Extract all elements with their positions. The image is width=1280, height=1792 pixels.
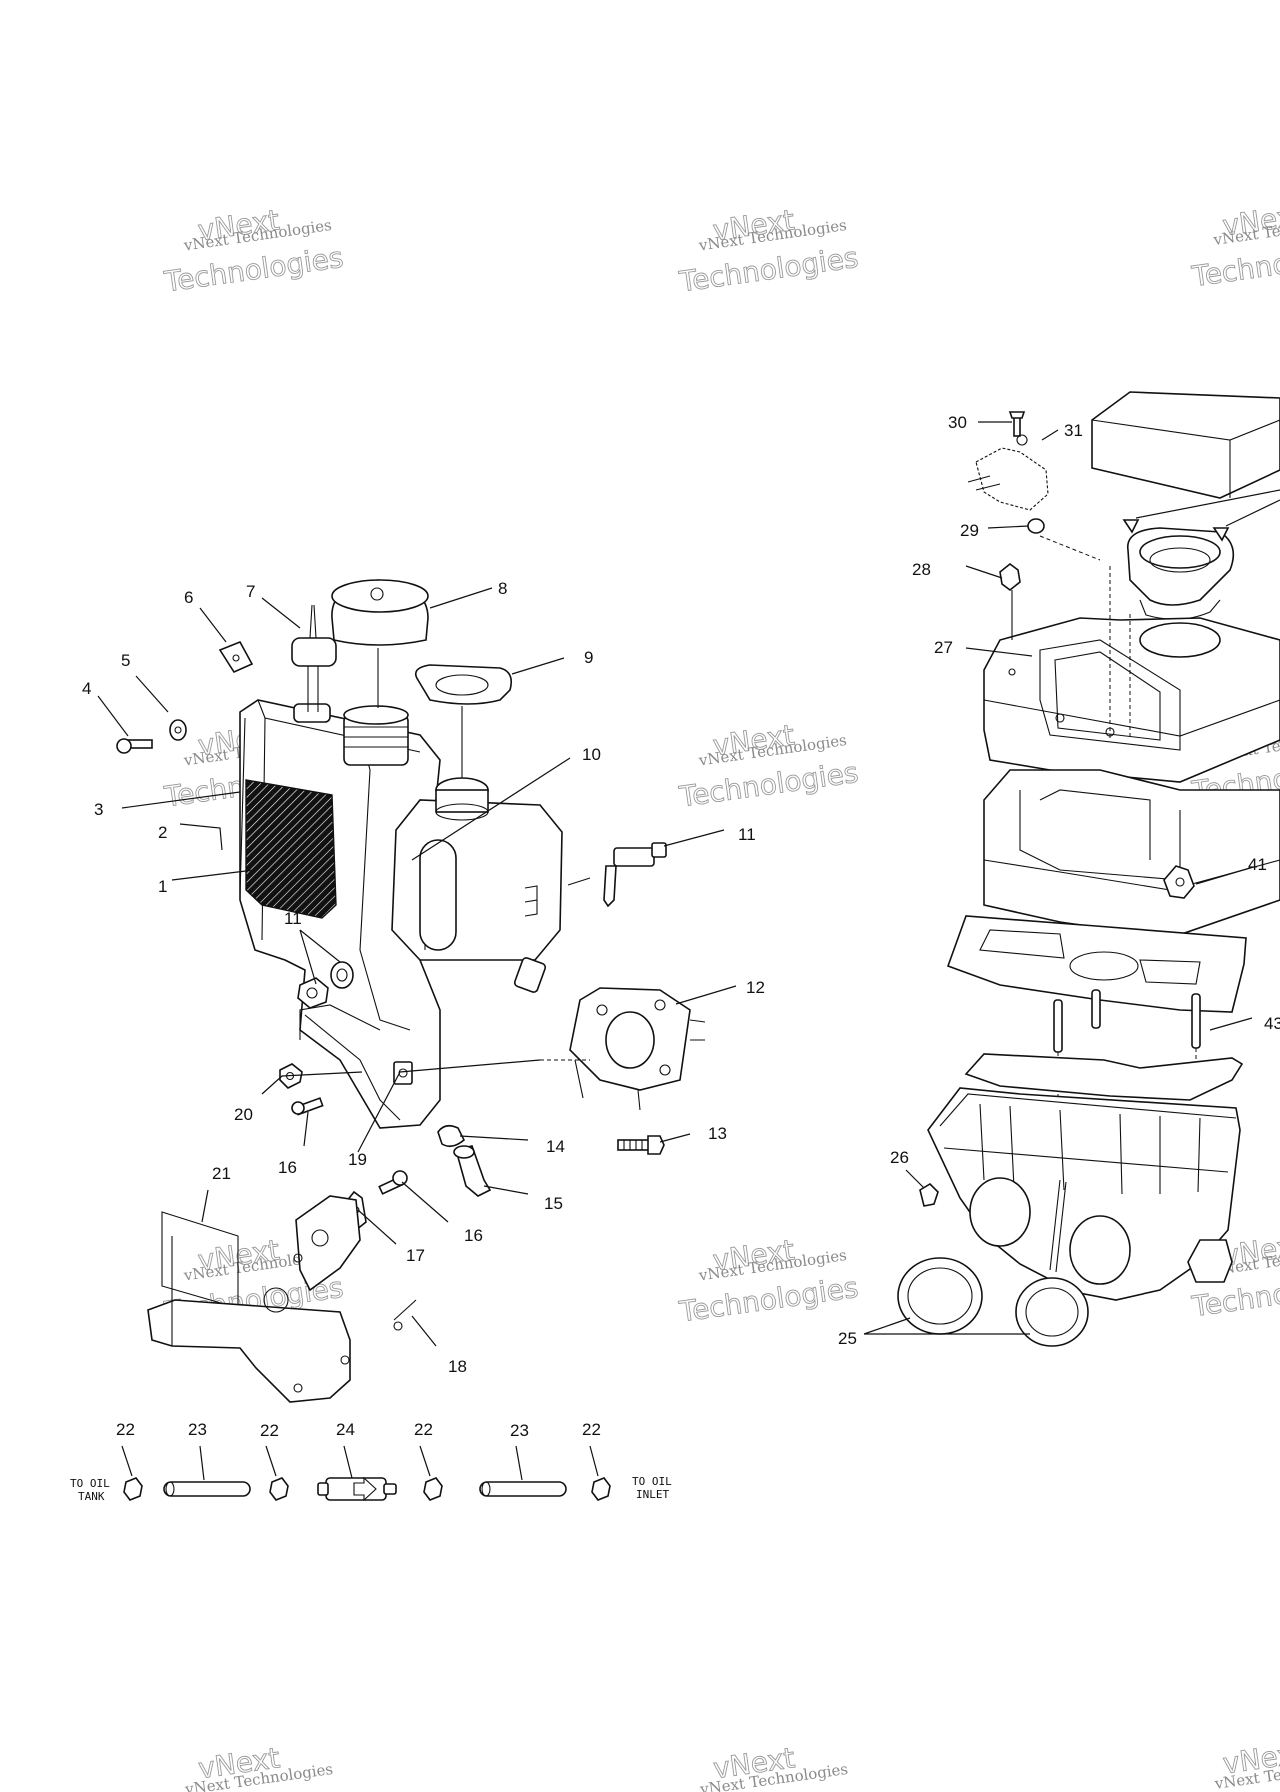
watermark-bottom-right: vNext vNext Technologies: [1213, 1736, 1280, 1792]
callout-16-lower: 16: [278, 1158, 297, 1177]
callout-5: 5: [121, 651, 130, 670]
oil-line-clamp-2: [269, 1477, 289, 1501]
callout-14: 14: [546, 1137, 565, 1156]
reservoir-part: [391, 777, 563, 993]
screw-13-part: [617, 1135, 665, 1155]
callout-30: 30: [948, 413, 967, 432]
tank-filler-neck: [293, 703, 409, 766]
callout-10: 10: [582, 745, 601, 764]
oil-line-hose-1: [163, 1481, 251, 1497]
callout-41: 41: [1248, 855, 1267, 874]
callout-26: 26: [890, 1148, 909, 1167]
callout-31: 31: [1064, 421, 1083, 440]
callout-22-c: 22: [414, 1420, 433, 1439]
airbox-lower-box: [927, 1087, 1241, 1301]
airbox-gasket-plate: [946, 915, 1247, 1013]
oil-line-notes: TO OIL TANK TO OIL INLET: [70, 1475, 672, 1503]
callout-22-a: 22: [116, 1420, 135, 1439]
callout-19: 19: [348, 1150, 367, 1169]
grommet-part: [437, 1124, 465, 1148]
grommet-29-part: [1027, 518, 1101, 561]
gasket-part: [414, 664, 513, 778]
callout-18: 18: [448, 1357, 467, 1376]
watermark-top-left: vNext Technologies vNext Technologies: [161, 203, 346, 299]
clip-6-part: [218, 640, 254, 674]
callout-11-nut: 11: [284, 909, 302, 928]
oil-filter-24: [317, 1476, 397, 1502]
callout-3: 3: [94, 800, 103, 819]
note-to-oil-tank-2: TANK: [78, 1490, 105, 1503]
leader-lines: [97, 421, 1280, 1481]
watermark-top-right: vNext Technologies vNext Technologies: [1189, 198, 1280, 294]
airbox-top-cover: [983, 617, 1280, 783]
callout-4: 4: [82, 679, 91, 698]
screws-top-part: [1122, 519, 1230, 542]
callout-9: 9: [584, 648, 593, 667]
airbox-filter-block: [1091, 391, 1280, 499]
bracket-31-part: [967, 434, 1049, 511]
screw-16-lower-part: [291, 1097, 324, 1116]
airbox-inlet-seals: [897, 1257, 1089, 1347]
callout-29: 29: [960, 521, 979, 540]
callout-22-b: 22: [260, 1421, 279, 1440]
watermark-bottom-left: vNext vNext Technologies: [183, 1741, 334, 1792]
screw-30-part: [1008, 411, 1026, 437]
note-to-oil-inlet-1: TO OIL: [632, 1475, 672, 1488]
callout-17: 17: [406, 1246, 425, 1265]
watermark-lower-center: vNext Technologies vNext Technologies: [676, 1233, 861, 1329]
screw-4-part: [116, 738, 153, 754]
watermark-mid-center: vNext Technologies vNext Technologies: [676, 718, 861, 814]
watermark-top-center: vNext Technologies vNext Technologies: [676, 203, 861, 299]
callout-23-b: 23: [510, 1421, 529, 1440]
note-to-oil-tank-1: TO OIL: [70, 1477, 110, 1490]
petcock-valve-part: [567, 842, 667, 908]
callout-7: 7: [246, 582, 255, 601]
callout-labels: 1 2 3 4 5 6 7 8 9 10 11 11 12 13 14 15 1…: [82, 413, 1280, 1440]
oil-line-clamp-4: [591, 1477, 611, 1501]
tank-cap-part: [331, 579, 429, 708]
callout-20: 20: [234, 1105, 253, 1124]
watermark-bottom-center: vNext vNext Technologies: [698, 1741, 849, 1792]
callout-13: 13: [708, 1124, 727, 1143]
oil-pump-part: [540, 987, 706, 1111]
fitting-26-part: [919, 1182, 939, 1207]
callout-11-valve: 11: [738, 825, 756, 844]
callout-23-a: 23: [188, 1420, 207, 1439]
callout-15: 15: [544, 1194, 563, 1213]
callout-25: 25: [838, 1329, 857, 1348]
callout-8: 8: [498, 579, 507, 598]
callout-24: 24: [336, 1420, 355, 1439]
callout-1: 1: [158, 877, 167, 896]
level-sensor-part: [291, 604, 337, 712]
airbox-lower-gasket: [964, 1053, 1244, 1101]
callout-2: 2: [158, 823, 167, 842]
callout-12: 12: [746, 978, 765, 997]
callout-21: 21: [212, 1164, 231, 1183]
callout-22-d: 22: [582, 1420, 601, 1439]
foam-pad: [245, 779, 337, 919]
airbox-bellows: [1127, 527, 1235, 620]
screw-16-upper-part: [378, 1170, 408, 1195]
mounting-bracket-part: [147, 1195, 361, 1403]
note-to-oil-inlet-2: INLET: [636, 1488, 669, 1501]
callout-16-upper: 16: [464, 1226, 483, 1245]
oil-line-hose-2: [479, 1481, 567, 1497]
washer-5-part: [169, 719, 187, 741]
oil-line-clamp-1: [123, 1477, 143, 1501]
airbox-middle-section: [983, 769, 1280, 939]
spring-pin-18-part: [393, 1299, 417, 1331]
nut-and-washer-part: [297, 961, 354, 1009]
clip-19-part: [393, 1061, 413, 1085]
callout-6: 6: [184, 588, 193, 607]
fitting-15-part: [453, 1145, 492, 1197]
callout-43: 43: [1264, 1014, 1280, 1033]
callout-27: 27: [934, 638, 953, 657]
callout-28: 28: [912, 560, 931, 579]
knob-28-part: [999, 562, 1021, 640]
oil-line-clamp-3: [423, 1477, 443, 1501]
